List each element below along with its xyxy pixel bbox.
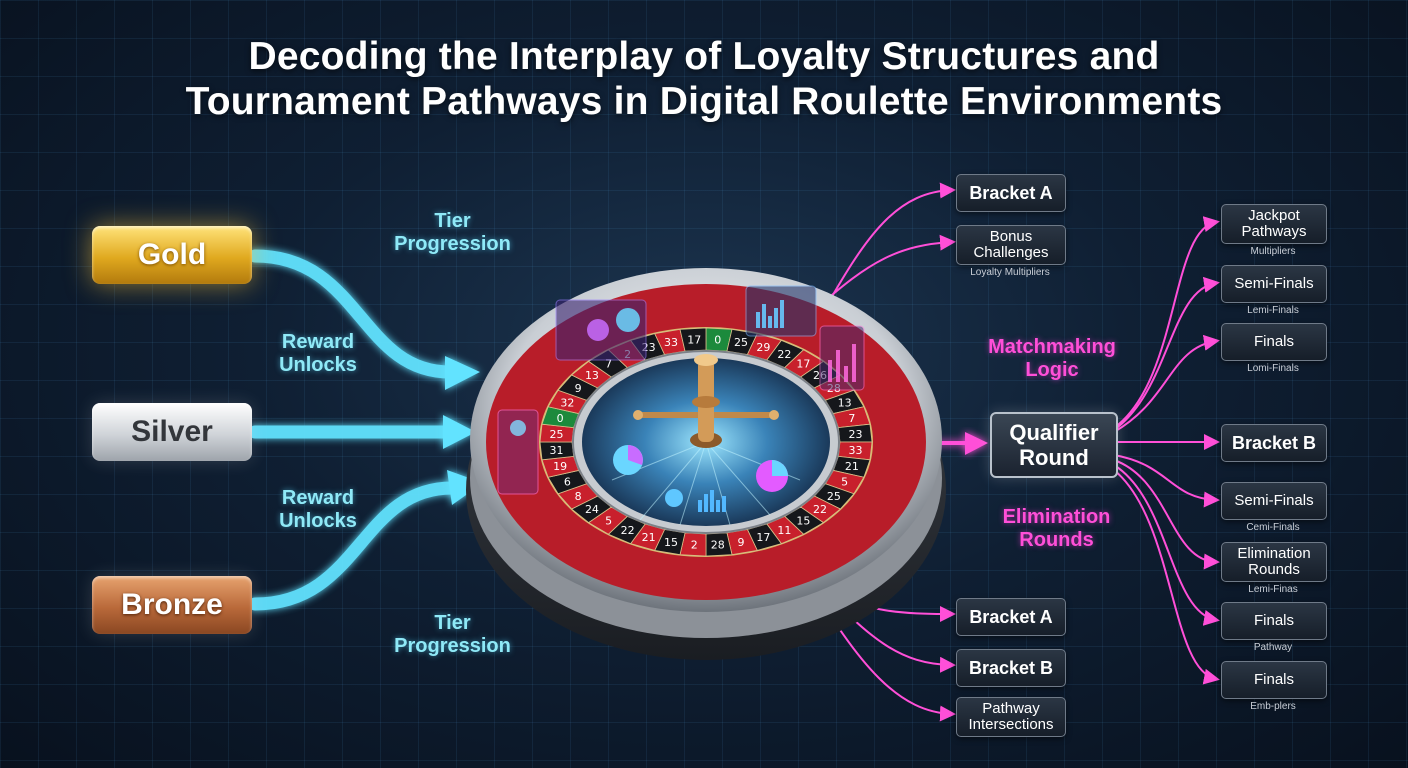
- box-finals-3: Finals: [1221, 661, 1327, 699]
- wheel-pocket-number: 22: [621, 524, 635, 537]
- center-bar-chart: [698, 490, 726, 512]
- label-elimination-rounds: Elimination Rounds: [1002, 506, 1111, 551]
- box-semi-finals-1: Semi-Finals: [1221, 265, 1327, 303]
- wheel-pocket-number: 13: [585, 369, 599, 382]
- tier-silver-badge: Silver: [92, 403, 252, 461]
- label-tier-progression-bottom: Tier Progression: [394, 612, 511, 657]
- wheel-pocket-number: 21: [845, 460, 859, 473]
- box-bracket-a-bottom: Bracket A: [956, 598, 1066, 636]
- sub-elimination: Lemi-Finas: [1248, 584, 1298, 595]
- tier-gold-badge: Gold: [92, 226, 252, 284]
- wheel-pocket-number: 13: [838, 397, 852, 410]
- arrowhead-qualifier: [965, 432, 988, 455]
- wheel-pocket-number: 33: [664, 336, 678, 349]
- tier-bronze-badge: Bronze: [92, 576, 252, 634]
- box-finals-2: Finals: [1221, 602, 1327, 640]
- sub-finals-1: Lomi-Finals: [1247, 363, 1299, 374]
- holo-panel-left: [497, 409, 539, 495]
- wheel-pocket-number: 23: [849, 428, 863, 441]
- sub-semi-finals-2: Cemi-Finals: [1246, 522, 1300, 533]
- wheel-pocket-number: 25: [549, 428, 563, 441]
- label-matchmaking-logic: Matchmaking Logic: [988, 336, 1116, 381]
- wheel-pockets: 0252922172628137233321525221511179282152…: [539, 327, 873, 557]
- wheel-pocket-number: 7: [605, 358, 612, 371]
- sub-finals-2: Pathway: [1253, 642, 1293, 653]
- sub-loyalty-multipliers: Loyalty Multipliers: [970, 267, 1050, 278]
- link-q-finals3: [1113, 469, 1220, 685]
- center-pie-chart-small: [665, 489, 683, 507]
- wheel-pocket-number: 8: [575, 490, 582, 503]
- wheel-pocket-number: 25: [827, 490, 841, 503]
- box-bracket-b: Bracket B: [1221, 424, 1327, 462]
- wheel-pocket-number: 2: [691, 539, 698, 552]
- wheel-pocket-number: 7: [848, 412, 855, 425]
- sub-jackpot: Multipliers: [1250, 246, 1296, 257]
- arrowhead-gold: [445, 356, 480, 390]
- flow-bronze-to-wheel: [248, 481, 459, 611]
- box-semi-finals-2: Semi-Finals: [1221, 482, 1327, 520]
- link-q-elim: [1113, 459, 1220, 570]
- box-bracket-a-top: Bracket A: [956, 174, 1066, 212]
- wheel-pocket-number: 17: [687, 333, 701, 346]
- wheel-pocket-number: 19: [553, 460, 567, 473]
- wheel-pocket-number: 6: [564, 475, 571, 488]
- wheel-pocket-number: 5: [841, 475, 848, 488]
- qualifier-round-box: Qualifier Round: [990, 412, 1118, 478]
- wheel-pocket-number: 15: [796, 514, 810, 527]
- wheel-pocket-number: 22: [777, 348, 791, 361]
- flow-gold-to-wheel: [248, 249, 457, 379]
- link-q-semi2: [1113, 454, 1220, 508]
- arrowhead-silver: [443, 415, 476, 449]
- wheel-pocket-number: 15: [664, 536, 678, 549]
- holo-panel-right: [819, 325, 865, 391]
- sub-finals-3: Emb-plers: [1250, 701, 1296, 712]
- title-line-2: Tournament Pathways in Digital Roulette …: [185, 80, 1223, 123]
- wheel-pocket-number: 33: [849, 444, 863, 457]
- box-finals-1: Finals: [1221, 323, 1327, 361]
- label-reward-unlocks-top: Reward Unlocks: [279, 331, 357, 376]
- wheel-pocket-number: 5: [605, 514, 612, 527]
- wheel-pocket-number: 31: [549, 444, 563, 457]
- wheel-pocket-number: 0: [714, 333, 721, 346]
- link-wheel-bonus: [814, 234, 956, 311]
- wheel-pocket-number: 29: [756, 341, 770, 354]
- arrowhead-bronze: [447, 470, 483, 505]
- link-q-finals2: [1113, 464, 1220, 626]
- wheel-pocket-number: 32: [560, 397, 574, 410]
- label-reward-unlocks-bottom: Reward Unlocks: [279, 487, 357, 532]
- page-title: Decoding the Interplay of Loyalty Struct…: [0, 34, 1408, 124]
- sub-semi-finals-1: Lemi-Finals: [1247, 305, 1299, 316]
- wheel-pocket-number: 11: [777, 524, 791, 537]
- link-q-jackpot: [1113, 216, 1220, 429]
- box-bracket-b-bottom: Bracket B: [956, 649, 1066, 687]
- wheel-pocket-number: 21: [642, 531, 656, 544]
- label-tier-progression-top: Tier Progression: [394, 210, 511, 255]
- wheel-pocket-number: 22: [813, 503, 827, 516]
- title-line-1: Decoding the Interplay of Loyalty Struct…: [248, 35, 1160, 78]
- link-q-semi1: [1113, 276, 1220, 431]
- wheel-pocket-number: 17: [796, 358, 810, 371]
- wheel-pocket-number: 9: [738, 536, 745, 549]
- wheel-pocket-number: 9: [575, 382, 582, 395]
- wheel-pocket-number: 28: [711, 539, 725, 552]
- wheel-pocket-number: 25: [734, 336, 748, 349]
- link-q-finals1: [1113, 334, 1220, 433]
- link-wheel-bracket-a-top: [829, 182, 956, 301]
- wheel-pocket-number: 17: [756, 531, 770, 544]
- wheel-pocket-number: 0: [557, 412, 564, 425]
- wheel-pocket-number: 24: [585, 503, 599, 516]
